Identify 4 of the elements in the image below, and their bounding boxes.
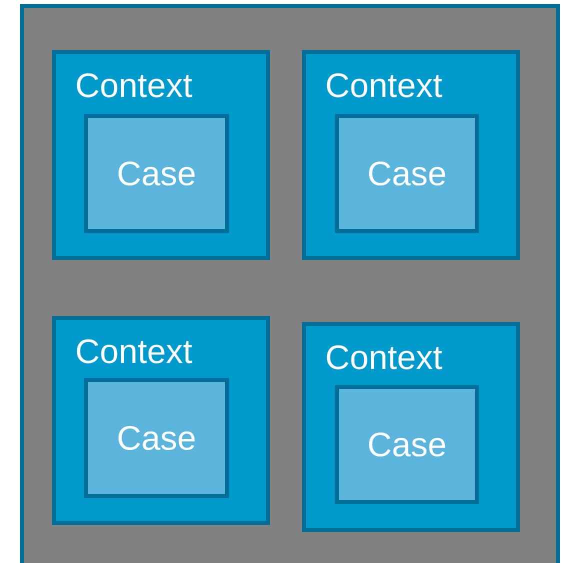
case-box: Case <box>335 114 479 233</box>
case-box: Case <box>84 378 229 498</box>
case-box: Case <box>84 114 229 233</box>
case-box: Case <box>335 385 479 504</box>
